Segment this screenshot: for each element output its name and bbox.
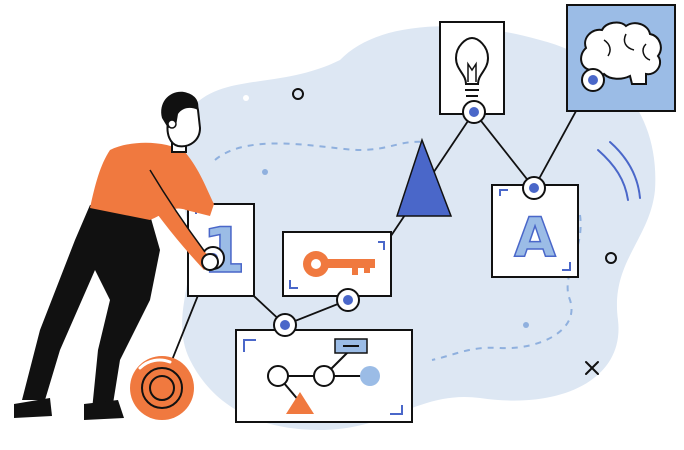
- target-ring-icon: [130, 356, 194, 420]
- deco-dot-1: [243, 95, 249, 101]
- node-2: [273, 313, 297, 337]
- card-number: 1: [202, 214, 245, 287]
- sparkle-icon: [585, 361, 599, 375]
- person-arm: [140, 170, 214, 270]
- person-shoe-right: [84, 400, 124, 420]
- person-figure: [14, 91, 219, 420]
- deco-dot-3: [523, 322, 529, 328]
- triangle-shape: [395, 137, 453, 217]
- node-5: [522, 176, 546, 200]
- card-letter: A: [514, 206, 556, 269]
- lightbulb-card: [439, 21, 505, 115]
- deco-dot-2: [262, 169, 268, 175]
- deco-ring-1: [292, 88, 304, 100]
- key-icon: [303, 251, 375, 277]
- person-trousers: [22, 205, 160, 410]
- person-hand: [201, 253, 219, 271]
- flowchart-icon: [267, 338, 380, 414]
- person-shoe-left: [14, 398, 52, 418]
- motion-arcs: [597, 141, 641, 201]
- dashed-curve-top: [214, 140, 426, 161]
- lightbulb-icon: [454, 36, 490, 97]
- node-3: [336, 288, 360, 312]
- deco-ring-2: [605, 252, 617, 264]
- key-card: [282, 231, 392, 297]
- letter-card: A: [491, 184, 579, 278]
- flowchart-card: [235, 329, 413, 423]
- brain-card: [566, 4, 676, 112]
- dashed-curve-right: [431, 214, 582, 361]
- node-4: [462, 100, 486, 124]
- node-6: [581, 68, 605, 92]
- brain-icon: [580, 21, 662, 85]
- person-hair: [161, 91, 199, 128]
